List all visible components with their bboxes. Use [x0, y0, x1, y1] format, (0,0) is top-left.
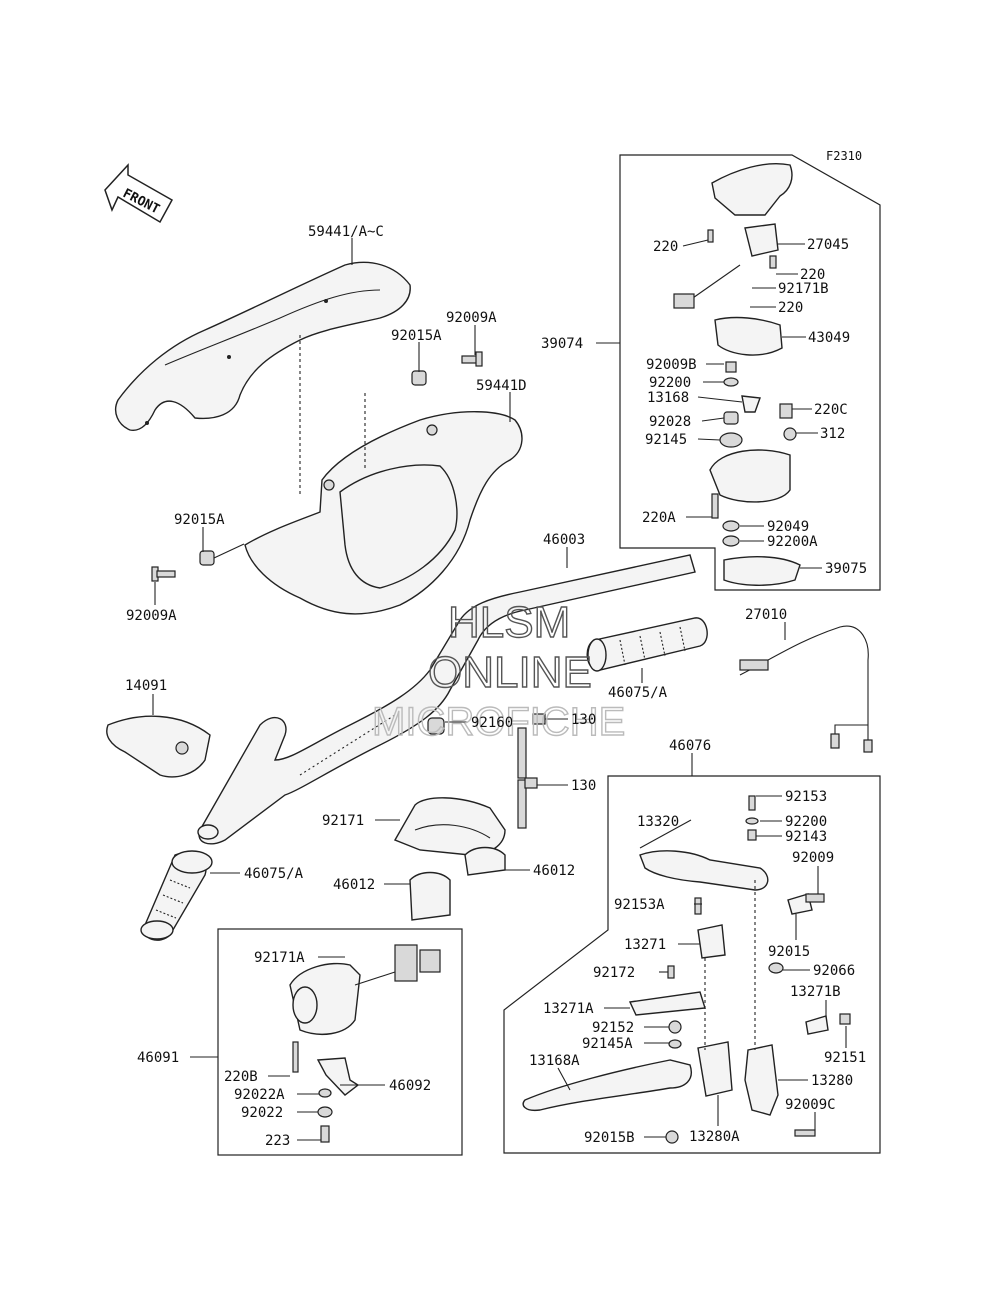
- left-switch-parts: [289, 944, 441, 1143]
- label-92160: 92160: [471, 715, 513, 731]
- label-46091: 46091: [137, 1050, 179, 1066]
- label-220c-upper: 220C: [814, 402, 848, 418]
- watermark: HLSM ONLINE MICROFICHE: [371, 597, 626, 744]
- label-92145: 92145: [645, 432, 687, 448]
- label-27045: 27045: [807, 237, 849, 253]
- label-43049: 43049: [808, 330, 850, 346]
- label-13320: 13320: [637, 814, 679, 830]
- throttle-housing-box: [619, 154, 881, 591]
- label-13271b: 13271B: [790, 984, 841, 1000]
- label-92015a-top: 92015A: [391, 328, 442, 344]
- throttle-cable-27010: [739, 625, 873, 753]
- watermark-line3: MICROFICHE: [372, 700, 625, 744]
- collar-92160: [427, 717, 445, 735]
- part-labels: 59441/A~C 92009A 92015A 59441D 92015A 92…: [125, 224, 867, 1149]
- collar-92015a-top: [411, 370, 427, 386]
- label-220b: 220B: [224, 1069, 258, 1085]
- label-92009a-top: 92009A: [446, 310, 497, 326]
- label-92022: 92022: [241, 1105, 283, 1121]
- clamp-46012-lower: [409, 871, 451, 921]
- label-13168a: 13168A: [529, 1053, 580, 1069]
- label-13271: 13271: [624, 937, 666, 953]
- label-92066: 92066: [813, 963, 855, 979]
- handlebar-cover-upper: [114, 261, 411, 432]
- label-220-a: 220: [653, 239, 678, 255]
- label-92049: 92049: [767, 519, 809, 535]
- label-92009a-left: 92009A: [126, 608, 177, 624]
- label-92022a: 92022A: [234, 1087, 285, 1103]
- label-13271a: 13271A: [543, 1001, 594, 1017]
- label-220-c: 220: [778, 300, 803, 316]
- handlebar-tube: [197, 554, 696, 845]
- bolt-130-b: [517, 777, 538, 829]
- leader-lines: [152, 238, 847, 1141]
- label-27010: 27010: [745, 607, 787, 623]
- switch-cover-14091: [106, 715, 211, 778]
- label-92171a: 92171A: [254, 950, 305, 966]
- label-46003: 46003: [543, 532, 585, 548]
- clamp-46012-upper: [464, 846, 506, 876]
- label-130-b: 130: [571, 778, 596, 794]
- brake-lever-box: [503, 775, 881, 1154]
- label-92152: 92152: [592, 1020, 634, 1036]
- label-220-b: 220: [800, 267, 825, 283]
- label-92200-lower: 92200: [785, 814, 827, 830]
- brake-lever-parts: [522, 795, 851, 1144]
- holder-92171: [393, 797, 506, 856]
- label-39075: 39075: [825, 561, 867, 577]
- label-312: 312: [820, 426, 845, 442]
- label-223: 223: [265, 1133, 290, 1149]
- throttle-housing-parts: [673, 163, 801, 586]
- left-grip: [140, 850, 213, 941]
- handlebar-cover-lower: [244, 411, 523, 615]
- label-92172: 92172: [593, 965, 635, 981]
- label-92009c: 92009C: [785, 1097, 836, 1113]
- label-92153: 92153: [785, 789, 827, 805]
- left-switch-box: [217, 928, 463, 1156]
- collar-92015a-left: [199, 550, 215, 566]
- label-46076: 46076: [669, 738, 711, 754]
- label-46092: 46092: [389, 1078, 431, 1094]
- label-59441: 59441/A~C: [308, 224, 384, 240]
- label-130-a: 130: [571, 712, 596, 728]
- label-13168: 13168: [647, 390, 689, 406]
- right-grip: [586, 617, 708, 672]
- screw-92009a-top: [461, 351, 483, 367]
- label-92143: 92143: [785, 829, 827, 845]
- label-46012-a: 46012: [333, 877, 375, 893]
- front-arrow-icon: FRONT: [104, 163, 174, 224]
- label-92171b: 92171B: [778, 281, 829, 297]
- label-46012-b: 46012: [533, 863, 575, 879]
- label-92200a: 92200A: [767, 534, 818, 550]
- label-92015b: 92015B: [584, 1130, 635, 1146]
- watermark-line1: HLSM: [448, 598, 570, 647]
- watermark-line2: ONLINE: [428, 648, 592, 697]
- label-59441d: 59441D: [476, 378, 527, 394]
- label-39074: 39074: [541, 336, 583, 352]
- label-92171: 92171: [322, 813, 364, 829]
- screw-92009a-left: [151, 566, 176, 582]
- label-92200: 92200: [649, 375, 691, 391]
- label-92151: 92151: [824, 1050, 866, 1066]
- label-13280: 13280: [811, 1073, 853, 1089]
- label-13280a: 13280A: [689, 1129, 740, 1145]
- label-14091: 14091: [125, 678, 167, 694]
- label-92009b: 92009B: [646, 357, 697, 373]
- label-46075a-right: 46075/A: [608, 685, 668, 701]
- figure-code: F2310: [826, 149, 862, 163]
- label-92015: 92015: [768, 944, 810, 960]
- label-92009: 92009: [792, 850, 834, 866]
- label-92015a-left: 92015A: [174, 512, 225, 528]
- label-220a-upper: 220A: [642, 510, 676, 526]
- label-92153a: 92153A: [614, 897, 665, 913]
- label-46075a-left: 46075/A: [244, 866, 304, 882]
- label-92145a: 92145A: [582, 1036, 633, 1052]
- label-92028: 92028: [649, 414, 691, 430]
